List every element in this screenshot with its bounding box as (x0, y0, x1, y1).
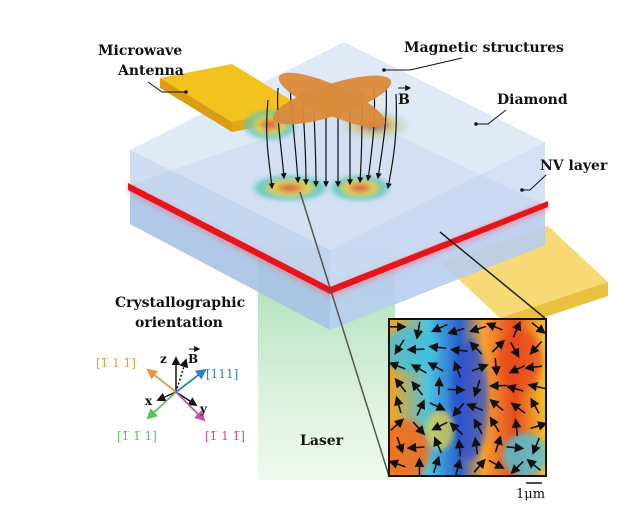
leader-magnetic (384, 57, 463, 71)
field-vector-arrow (471, 436, 482, 455)
dir-label-orange: [1̅ 1 1̅] (96, 356, 136, 370)
field-vector-arrow (489, 398, 504, 412)
field-vector-arrow (530, 397, 540, 414)
field-vector-arrow (506, 384, 524, 394)
label-laser: Laser (300, 433, 344, 449)
dir-orange-arrow (146, 368, 177, 393)
field-vector-arrow (527, 381, 546, 392)
axis-y: y (199, 402, 208, 416)
field-vector-arrow (471, 363, 489, 373)
dir-green-arrow (146, 391, 177, 420)
field-vector-arrow (454, 438, 465, 457)
field-vector-arrow (449, 422, 464, 436)
field-vector-arrow (453, 360, 463, 378)
field-vector-arrow (530, 421, 546, 431)
field-vector-arrow (524, 362, 543, 372)
dir-label-blue: [111] (206, 367, 238, 381)
field-vector-arrow (431, 421, 448, 431)
field-vector-arrow (431, 455, 441, 474)
field-vector-arrow (509, 342, 520, 359)
field-vector-arrow (428, 342, 447, 353)
dir-label-magenta: [1̅ 1 1̅] (205, 429, 245, 443)
field-vector-arrow (491, 339, 506, 353)
field-vector-arrow (510, 402, 526, 414)
field-vector-arrow (453, 458, 463, 476)
field-vector-arrow (493, 435, 503, 453)
field-vector-arrow (506, 442, 525, 453)
field-vector-arrow (508, 364, 526, 374)
field-vector-arrow (472, 379, 482, 398)
label-antenna: Antenna (117, 63, 184, 79)
field-vector-arrow (511, 418, 522, 436)
field-vector-arrow (531, 322, 546, 334)
field-map-frame (388, 318, 547, 477)
dir-label-green: [1̅ 1̅ 1] (117, 429, 157, 443)
field-vector-arrow (469, 341, 483, 355)
field-vector-arrow (411, 380, 424, 396)
dir-blue-arrow (175, 368, 207, 393)
leader-antenna (147, 81, 186, 93)
field-vector-arrow (394, 377, 407, 393)
axis-z: z (160, 352, 167, 366)
magnetic-structure (272, 72, 392, 128)
field-vector-arrow (394, 395, 404, 414)
field-vector-arrow (512, 320, 522, 338)
field-vector-arrow (395, 436, 405, 454)
field-vector-arrow (447, 326, 465, 336)
field-vector-arrow (434, 376, 444, 395)
leader-nv (522, 174, 547, 191)
label-nv-layer: NV layer (540, 158, 608, 174)
field-vector-arrow (427, 362, 444, 372)
nv-layer (128, 183, 548, 294)
label-diamond: Diamond (497, 92, 568, 108)
field-vector-arrow (452, 402, 465, 417)
field-vector-arrow (449, 345, 468, 356)
field-vector-arrow (488, 380, 507, 391)
field-vector-arrow (473, 418, 483, 435)
scale-bar-label: 1μm (516, 487, 545, 502)
field-vector-arrow (529, 340, 543, 355)
field-vector-arrow (390, 418, 405, 431)
label-magnetic-structures: Magnetic structures (404, 40, 564, 56)
field-vector-arrow (433, 436, 443, 454)
field-vector-arrow (416, 399, 425, 416)
field-vector-arrow (485, 322, 503, 332)
field-vector-arrow (488, 459, 505, 469)
field-vector-arrow (489, 416, 500, 433)
axis-b: B (188, 352, 198, 366)
label-microwave: Microwave (98, 43, 182, 59)
zoom-line-right (439, 231, 547, 320)
field-vector-arrow (468, 324, 487, 334)
field-vector-arrow (473, 458, 486, 473)
field-vector-arrow (406, 344, 425, 355)
crystal-axes (146, 356, 207, 422)
dir-magenta-arrow (175, 391, 206, 422)
field-vector-arrow (531, 437, 541, 455)
field-vector-arrow (526, 458, 541, 471)
label-b-vector: B (398, 92, 410, 108)
field-vector-arrow (429, 402, 447, 411)
field-vector-arrow (394, 339, 405, 355)
field-vector-arrow (412, 421, 426, 436)
field-vector-arrow (406, 442, 425, 453)
field-vector-arrow (431, 323, 448, 333)
label-crystallographic: Crystallographic (115, 295, 245, 311)
leader-diamond (476, 109, 507, 125)
field-vector-arrow (510, 460, 524, 475)
axis-x: x (145, 394, 153, 408)
zoom-line-left (299, 191, 390, 477)
field-vector-arrow (410, 364, 427, 374)
field-vector-arrow (413, 321, 424, 340)
antenna-strip-left (160, 64, 304, 122)
field-vector-arrow (389, 459, 406, 469)
field-vector-arrow (447, 384, 466, 395)
field-map-inset (389, 319, 546, 476)
label-orientation: orientation (135, 315, 223, 331)
field-vector-arrow (466, 402, 484, 412)
field-vector-arrow (491, 358, 501, 376)
field-vector-arrow (389, 361, 406, 371)
